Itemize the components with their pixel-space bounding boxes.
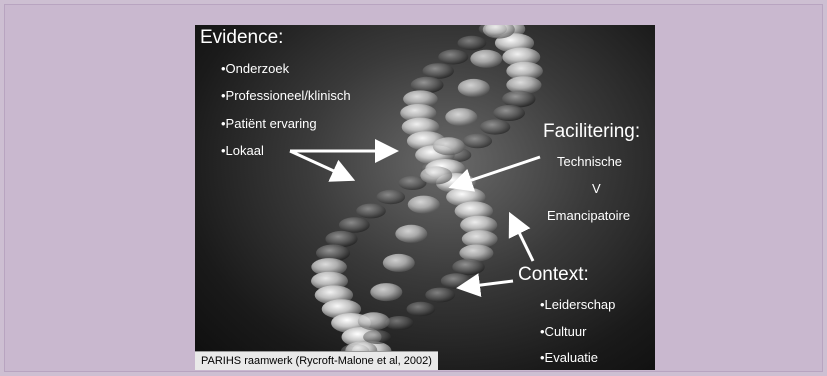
evidence-item-professioneel: •Professioneel/klinisch [221, 88, 351, 103]
parihs-slide: Evidence: •Onderzoek •Professioneel/klin… [195, 25, 655, 370]
slide-frame: Evidence: •Onderzoek •Professioneel/klin… [4, 4, 823, 372]
helix-bead [356, 203, 386, 219]
helix-bead [311, 271, 348, 291]
evidence-item-onderzoek: •Onderzoek [221, 61, 290, 76]
source-caption: PARIHS raamwerk (Rycroft-Malone et al, 2… [195, 351, 438, 370]
helix-bead [502, 47, 541, 67]
helix-bead [479, 119, 511, 135]
facilitering-heading: Facilitering: [543, 121, 641, 142]
helix-bead [363, 330, 392, 344]
helix-bead [316, 244, 350, 262]
helix-rung-bead [357, 312, 390, 331]
facilitering-item-technische: Technische [557, 154, 623, 169]
helix-rung-bead [407, 195, 440, 214]
helix-bead [460, 215, 498, 235]
helix-rung-bead [382, 253, 415, 272]
evidence-item-patient: •Patiënt ervaring [221, 116, 317, 131]
helix-bead [410, 76, 444, 94]
context-arrow-left [456, 273, 514, 298]
helix-bead [438, 49, 469, 65]
facilitering-arrow [448, 155, 541, 192]
helix-bead [461, 230, 498, 248]
helix-bead [338, 217, 370, 233]
context-arrow-up [508, 211, 535, 262]
helix-beads [311, 25, 543, 370]
facilitering-item-emancipatoire: Emancipatoire [547, 208, 631, 223]
helix-rung-bead [432, 137, 465, 156]
helix-bead [459, 244, 494, 262]
helix-bead [462, 133, 493, 149]
helix-bead [502, 90, 536, 108]
helix-bead [493, 105, 525, 121]
facilitering-item-v: V [592, 181, 601, 196]
helix-bead [506, 61, 543, 81]
helix-rung-bead [420, 166, 453, 185]
helix-bead [422, 63, 454, 79]
helix-bead [452, 258, 485, 276]
helix-bead [454, 201, 493, 221]
evidence-heading: Evidence: [200, 27, 284, 48]
context-item-leiderschap: •Leiderschap [540, 297, 616, 312]
helix-rung-bead [470, 49, 503, 68]
helix-rung-bead [482, 25, 515, 39]
helix-bead [385, 316, 414, 330]
helix-bead [311, 258, 347, 276]
lokaal-arrow-down [289, 149, 356, 182]
dna-helix-illustration [289, 25, 543, 370]
helix-bead [457, 35, 487, 51]
helix-rung-bead [457, 78, 490, 97]
context-item-cultuur: •Cultuur [540, 324, 587, 339]
context-heading: Context: [518, 264, 589, 285]
helix-bead [400, 104, 437, 122]
helix-rung-bead [370, 283, 403, 302]
helix-rung-bead [445, 108, 478, 127]
arrows [289, 139, 541, 298]
helix-bead [506, 76, 542, 94]
helix-rung-bead [395, 224, 428, 243]
helix-bead [325, 230, 358, 248]
helix-bead [406, 301, 436, 317]
helix-bead [403, 90, 438, 108]
helix-bead [398, 176, 427, 190]
helix-bead [425, 287, 455, 303]
context-item-evaluatie: •Evaluatie [540, 350, 599, 365]
helix-bead [376, 189, 406, 205]
evidence-item-lokaal: •Lokaal [221, 143, 264, 158]
